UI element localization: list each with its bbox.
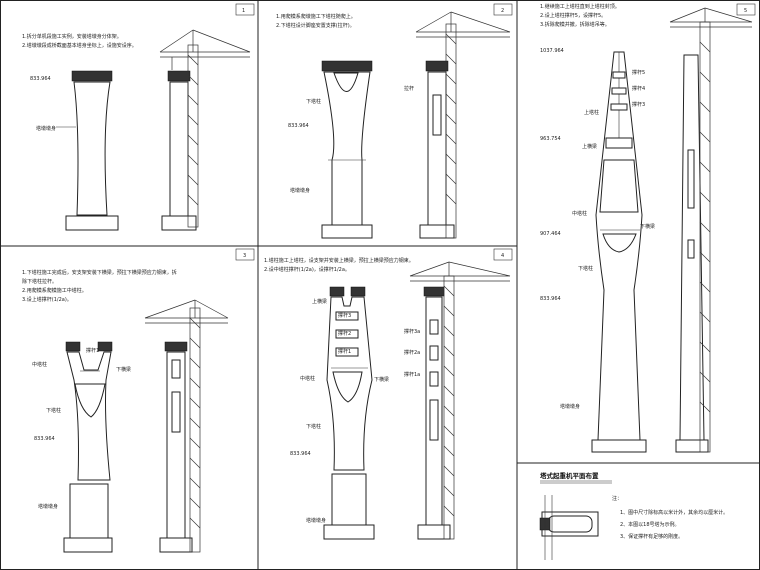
svg-text:1: 1	[242, 8, 245, 14]
panel-4-elevation-view: 上横梁 撑杆3 撑杆2 撑杆1 中塔柱 下横梁 下塔柱 833.964 塔墩墩身	[290, 286, 389, 540]
svg-text:塔墩墩身: 塔墩墩身	[306, 517, 326, 524]
panel-4-number: 4	[493, 248, 513, 261]
svg-text:907.464: 907.464	[540, 231, 561, 237]
svg-text:塔式起重机平面布置: 塔式起重机平面布置	[540, 471, 599, 480]
svg-text:833.964: 833.964	[290, 451, 311, 457]
svg-text:撑杆2: 撑杆2	[338, 330, 351, 337]
panel-5-elevation-view: 1037.964 撑杆5 撑杆4 撑杆3 上塔柱 963.754 上横梁 中塔柱…	[540, 48, 655, 453]
svg-text:上塔柱: 上塔柱	[584, 109, 599, 116]
svg-text:833.964: 833.964	[540, 296, 561, 302]
svg-text:下塔柱: 下塔柱	[306, 423, 321, 430]
svg-text:注：: 注：	[612, 495, 622, 502]
svg-text:5: 5	[744, 8, 747, 14]
panel-2-number: 2	[493, 3, 513, 16]
svg-text:撑杆3: 撑杆3	[632, 101, 645, 108]
svg-text:上横梁: 上横梁	[582, 143, 597, 150]
svg-text:拉杆: 拉杆	[404, 85, 414, 92]
svg-text:833.964: 833.964	[34, 436, 55, 442]
panel-1-side-view-with-crane	[159, 29, 251, 231]
svg-text:塔墩墩身: 塔墩墩身	[560, 403, 580, 410]
panel-4-notes: 1.塔柱施工上塔柱，设支架并安装上横梁，预拉上横梁预应力钢束。 2.设中塔柱撑杆…	[264, 257, 414, 273]
svg-text:1.塔柱施工上塔柱，设支架并安装上横梁，预拉上横梁预应力钢束: 1.塔柱施工上塔柱，设支架并安装上横梁，预拉上横梁预应力钢束。	[264, 257, 414, 264]
svg-text:撑杆5: 撑杆5	[632, 69, 645, 76]
panel-4-side-view-with-crane: 撑杆3a 撑杆2a 撑杆1a	[404, 261, 511, 540]
panel-3-notes: 1.下塔柱施工完成后，安支架安装下横梁，预拉下横梁预应力钢束，拆 除下塔柱拉杆。…	[22, 269, 177, 303]
svg-text:833.964: 833.964	[288, 123, 309, 129]
panel-3-number: 3	[235, 248, 255, 261]
svg-text:1.拆分单机段施工实例，安装塔墩身分体架。: 1.拆分单机段施工实例，安装塔墩身分体架。	[22, 33, 122, 40]
svg-text:塔墩墩身: 塔墩墩身	[290, 187, 310, 194]
svg-text:2.设中塔柱撑杆(1/2a)，设撑杆1/2a。: 2.设中塔柱撑杆(1/2a)，设撑杆1/2a。	[264, 266, 350, 273]
panel-2-notes: 1.用爬模系爬墩施工下塔柱随爬上。 2.下塔柱设计脚座安置支撑(拉杆)。	[276, 13, 356, 29]
svg-text:撑杆4: 撑杆4	[632, 85, 645, 92]
svg-text:2.下塔柱设计脚座安置支撑(拉杆)。: 2.下塔柱设计脚座安置支撑(拉杆)。	[276, 22, 355, 29]
panel-1-elevation-view: 833.964 塔墩墩身	[30, 70, 119, 231]
panel-5-side-view-with-crane	[669, 7, 753, 453]
svg-text:2.用爬模系爬模施工中塔柱。: 2.用爬模系爬模施工中塔柱。	[22, 287, 87, 294]
svg-text:1.用爬模系爬墩施工下塔柱随爬上。: 1.用爬模系爬墩施工下塔柱随爬上。	[276, 13, 356, 20]
svg-text:塔墩墩身: 塔墩墩身	[36, 125, 56, 132]
svg-text:1.继续施工上塔柱直到上塔柱封顶。: 1.继续施工上塔柱直到上塔柱封顶。	[540, 3, 620, 10]
panel-2-side-view-with-crane: 拉杆	[404, 11, 511, 239]
svg-text:下横梁: 下横梁	[640, 223, 655, 230]
svg-text:塔墩墩身: 塔墩墩身	[38, 503, 58, 510]
svg-text:撑杆1: 撑杆1	[86, 347, 99, 354]
svg-text:963.754: 963.754	[540, 136, 561, 142]
svg-text:3、保证撑杆有足够的刚度。: 3、保证撑杆有足够的刚度。	[620, 533, 683, 540]
svg-text:下塔柱: 下塔柱	[578, 265, 593, 272]
svg-text:3.设上塔撑杆(1/2a)。: 3.设上塔撑杆(1/2a)。	[22, 296, 72, 303]
svg-text:下塔柱: 下塔柱	[46, 407, 61, 414]
svg-text:2.塔墩墩段成桥截面基本塔身坐标上，设施安设序。: 2.塔墩墩段成桥截面基本塔身坐标上，设施安设序。	[22, 42, 137, 49]
panel-3-side-view-with-crane	[144, 299, 229, 553]
svg-text:下横梁: 下横梁	[374, 376, 389, 383]
svg-text:撑杆1: 撑杆1	[338, 348, 351, 355]
svg-text:1037.964: 1037.964	[540, 48, 564, 54]
panel-5-number: 5	[736, 3, 756, 16]
svg-text:833.964: 833.964	[30, 76, 51, 82]
panel-3-elevation-view: 中塔柱 撑杆1 下横梁 下塔柱 833.964 塔墩墩身	[32, 341, 131, 553]
svg-text:中塔柱: 中塔柱	[300, 375, 315, 382]
svg-text:2.设上塔柱撑杆5，设撑杆5。: 2.设上塔柱撑杆5，设撑杆5。	[540, 12, 606, 19]
panel-1-notes: 1.拆分单机段施工实例，安装塔墩身分体架。 2.塔墩墩段成桥截面基本塔身坐标上，…	[22, 33, 137, 49]
svg-text:中塔柱: 中塔柱	[32, 361, 47, 368]
svg-text:撑杆1a: 撑杆1a	[404, 371, 420, 378]
panel-2-elevation-view: 下塔柱 833.964 塔墩墩身	[288, 60, 373, 239]
svg-text:3: 3	[243, 253, 246, 259]
panel-5-notes: 1.继续施工上塔柱直到上塔柱封顶。 2.设上塔柱撑杆5，设撑杆5。 3.拆除爬模…	[540, 3, 620, 28]
svg-text:2、本图以18号塔为示例。: 2、本图以18号塔为示例。	[620, 521, 680, 528]
svg-text:1、图中尺寸除标高以米计外，其余均以厘米计。: 1、图中尺寸除标高以米计外，其余均以厘米计。	[620, 509, 728, 516]
panel-1-number: 1	[235, 3, 255, 16]
svg-text:撑杆3a: 撑杆3a	[404, 328, 420, 335]
svg-text:除下塔柱拉杆。: 除下塔柱拉杆。	[22, 278, 57, 285]
crane-plan-section: 塔式起重机平面布置 注： 1、图中尺寸除标高以米计外，其余均以厘米计。 2、本图…	[539, 471, 728, 560]
svg-text:下塔柱: 下塔柱	[306, 98, 321, 105]
svg-text:下横梁: 下横梁	[116, 366, 131, 373]
svg-text:撑杆3: 撑杆3	[338, 312, 351, 319]
svg-text:3.拆除爬模并撤，拆除塔吊等。: 3.拆除爬模并撤，拆除塔吊等。	[540, 21, 610, 28]
svg-text:1.下塔柱施工完成后，安支架安装下横梁，预拉下横梁预应力钢束: 1.下塔柱施工完成后，安支架安装下横梁，预拉下横梁预应力钢束，拆	[22, 269, 177, 276]
svg-text:上横梁: 上横梁	[312, 298, 327, 305]
svg-text:2: 2	[501, 8, 504, 14]
svg-text:4: 4	[501, 253, 504, 259]
svg-text:中塔柱: 中塔柱	[572, 210, 587, 217]
svg-text:撑杆2a: 撑杆2a	[404, 349, 420, 356]
